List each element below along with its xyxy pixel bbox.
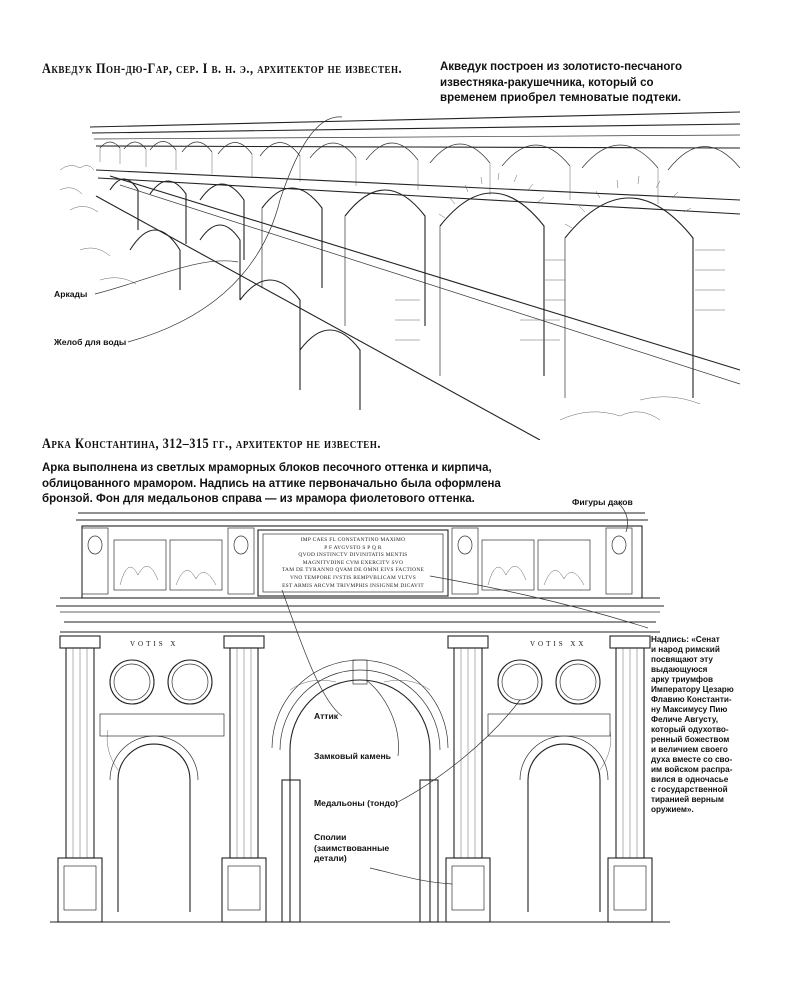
inscription-note-line: посвящают эту — [651, 655, 791, 665]
attic-inscription-line: MAGNITVDINE CVM EXERCITV SVO — [264, 560, 442, 568]
inscription-note-line: Флавию Константи- — [651, 695, 791, 705]
inscription-note-line: выдающуюся — [651, 665, 791, 675]
label-spolia-line: детали) — [314, 853, 389, 864]
inscription-note-line: с государственной — [651, 785, 791, 795]
inscription-note-line: Феличе Августу, — [651, 715, 791, 725]
inscription-note-line: тиранией верным — [651, 795, 791, 805]
inscription-note-line: им войском распра- — [651, 765, 791, 775]
attic-inscription-line: P F AVGVSTO S P Q R — [264, 545, 442, 553]
inscription-note-line: Императору Цезарю — [651, 685, 791, 695]
attic-inscription-line: QVOD INSTINCTV DIVINITATIS MENTIS — [264, 552, 442, 560]
inscription-note-line: вился в одночасье — [651, 775, 791, 785]
attic-inscription-line: IMP CAES FL CONSTANTINO MAXIMO — [264, 537, 442, 545]
inscription-note-line: и народ римский — [651, 645, 791, 655]
inscription-note-line: ну Максимусу Пию — [651, 705, 791, 715]
inscription-note-line: оружием». — [651, 805, 791, 815]
inscription-note-line: который одухотво- — [651, 725, 791, 735]
inscription-note-line: духа вместе со сво- — [651, 755, 791, 765]
inscription-note-line: Надпись: «Сенат — [651, 635, 791, 645]
label-spolia-line: Сполии — [314, 832, 389, 843]
label-spolia: Сполии (заимствованные детали) — [314, 832, 389, 864]
label-medallions: Медальоны (тондо) — [314, 798, 398, 809]
attic-inscription: IMP CAES FL CONSTANTINO MAXIMO P F AVGVS… — [264, 537, 442, 590]
inscription-note: Надпись: «Сенат и народ римский посвящаю… — [651, 635, 791, 815]
attic-inscription-line: TAM DE TYRANNO QVAM DE OMNI EIVS FACTION… — [264, 567, 442, 575]
attic-inscription-line: EST ARMIS ARCVM TRIVMPHIS INSIGNEM DICAV… — [264, 583, 442, 591]
label-attic: Аттик — [314, 711, 338, 722]
attic-inscription-line: VNO TEMPORE IVSTIS REMPVBLICAM VLTVS — [264, 575, 442, 583]
label-dacian-figures: Фигуры даков — [572, 497, 633, 508]
inscription-note-line: ренный божеством — [651, 735, 791, 745]
label-keystone: Замковый камень — [314, 751, 391, 762]
votis-left: VOTIS X — [130, 640, 178, 648]
inscription-note-line: и величием своего — [651, 745, 791, 755]
inscription-note-line: арку триумфов — [651, 675, 791, 685]
votis-right: VOTIS XX — [530, 640, 586, 648]
label-spolia-line: (заимствованные — [314, 843, 389, 854]
